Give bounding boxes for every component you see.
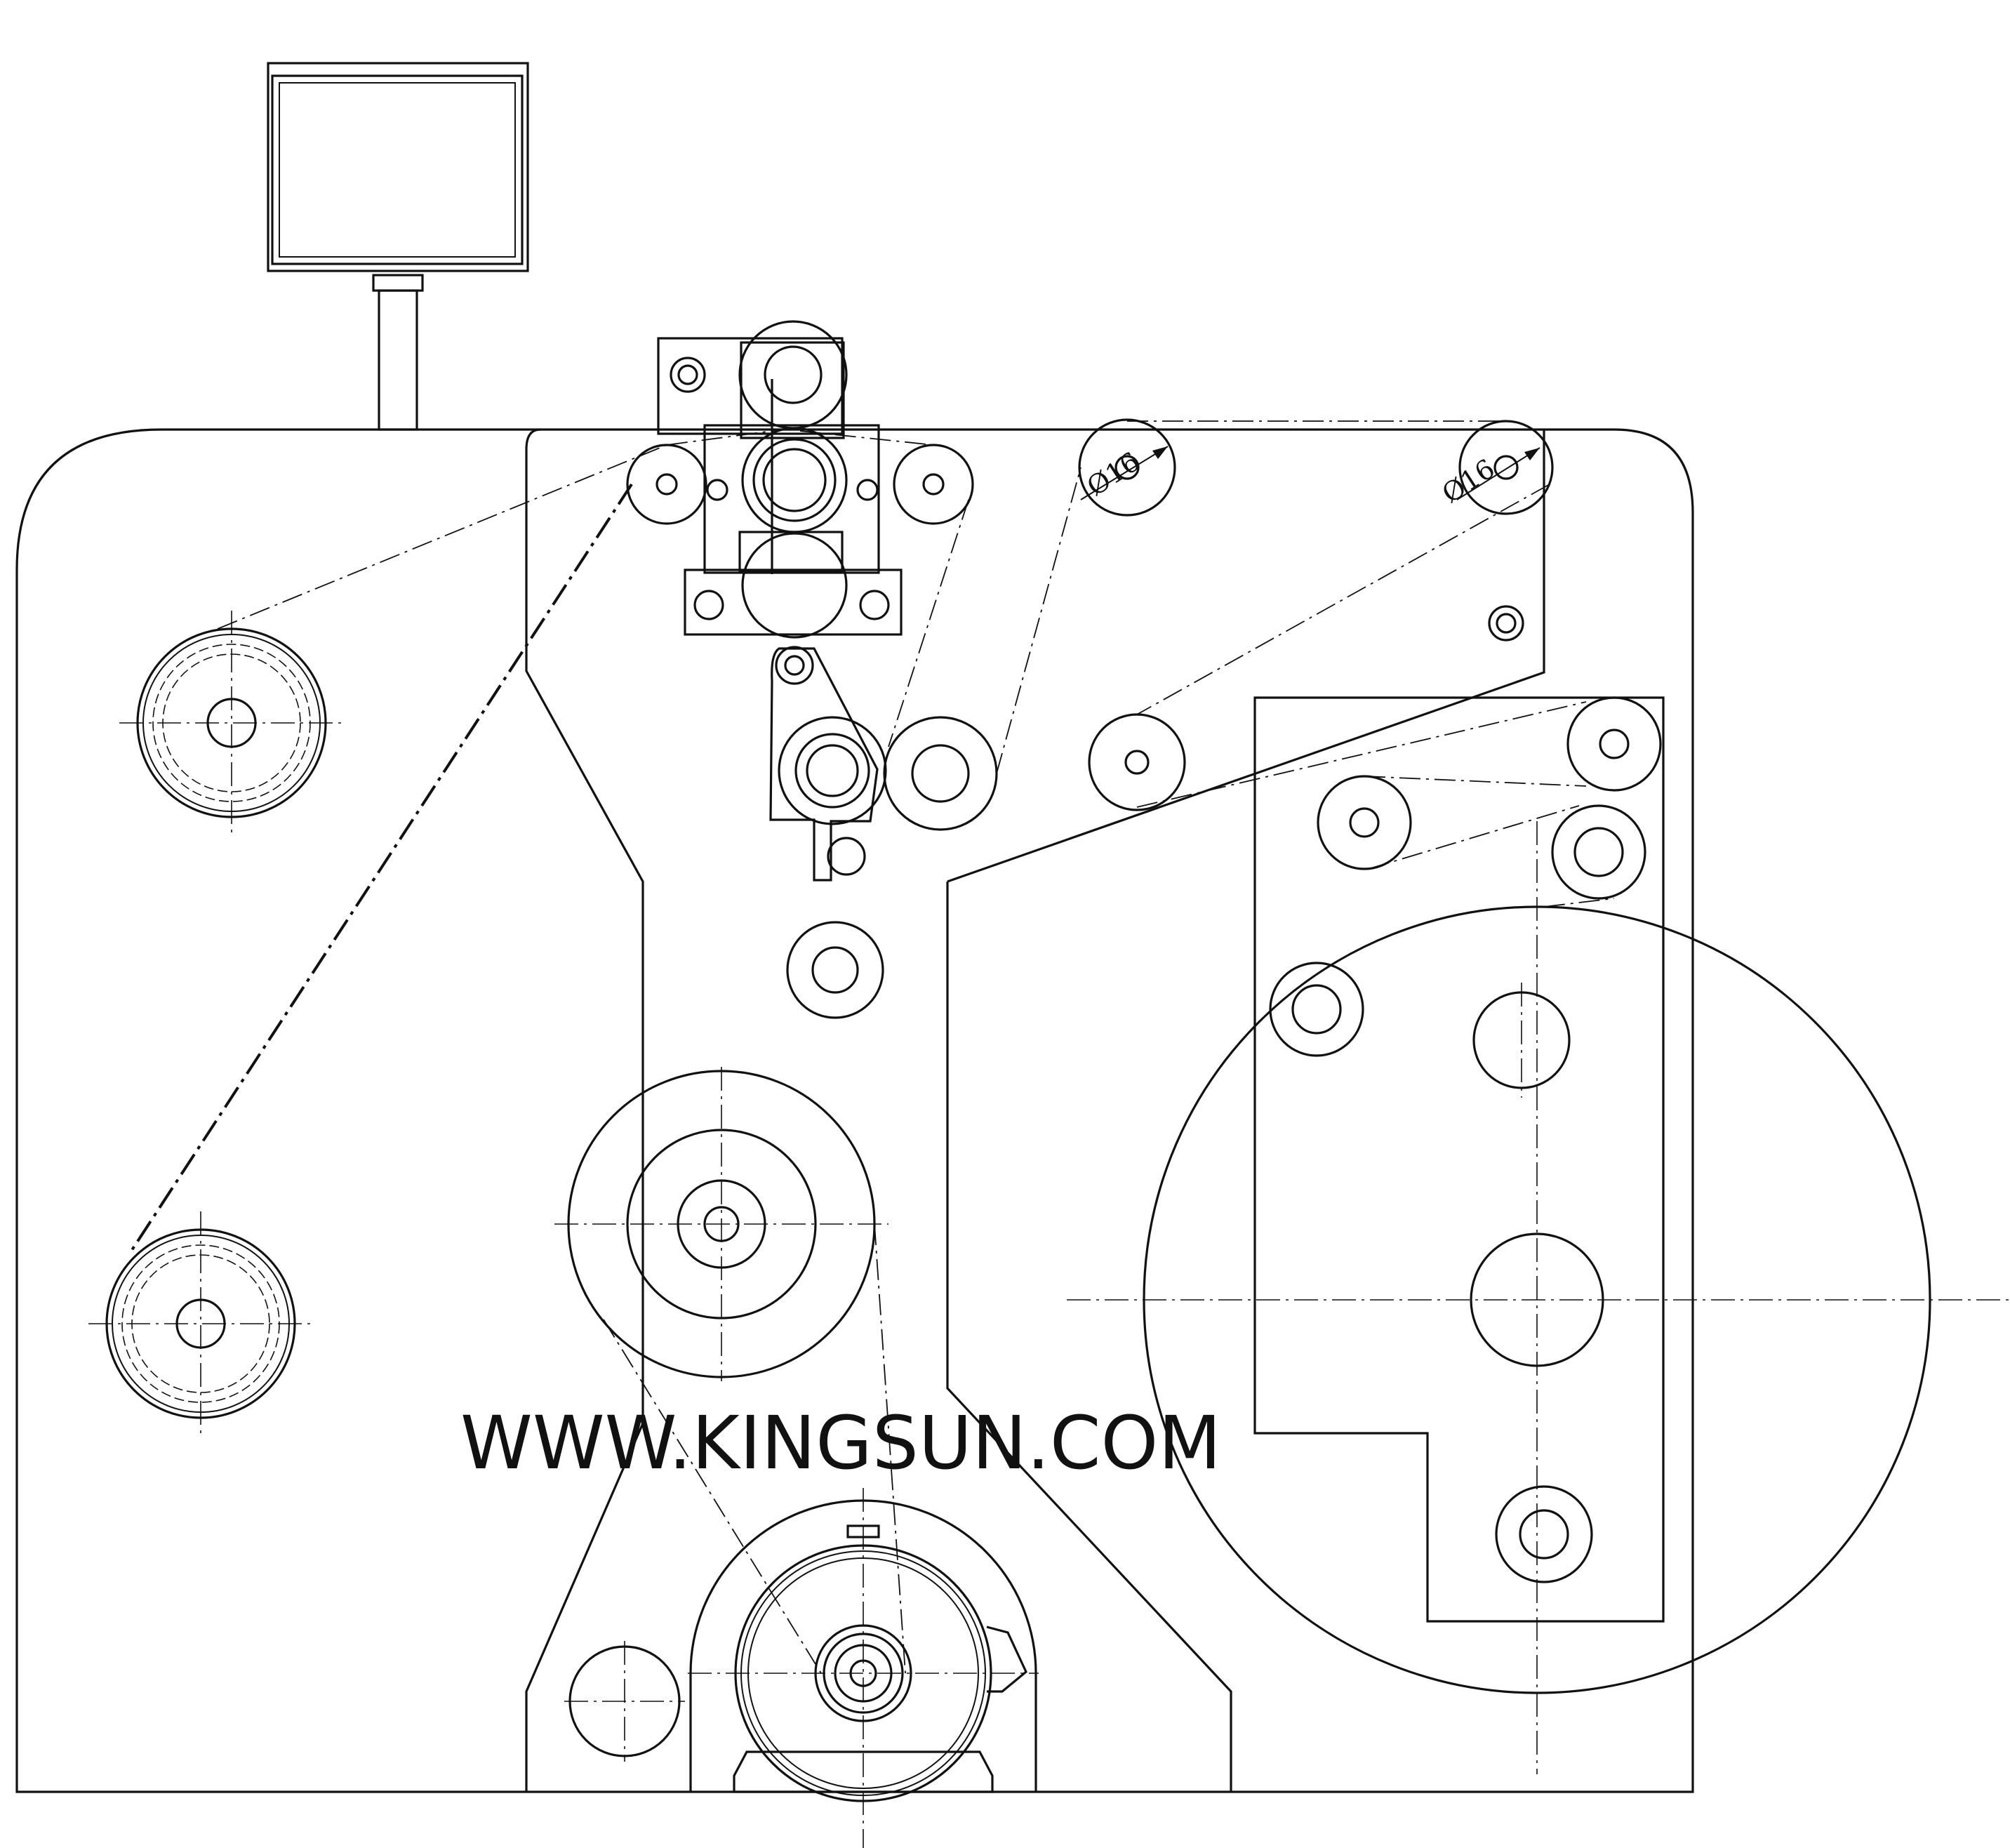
rewind-roller bbox=[1495, 1485, 1593, 1583]
web-path bbox=[217, 420, 1615, 1674]
pivot-bolt bbox=[693, 590, 724, 620]
unwind-shaft-lower bbox=[88, 1211, 313, 1436]
unwind-shaft-upper bbox=[119, 611, 344, 835]
web-path-main bbox=[129, 483, 633, 1254]
frame-bolt bbox=[670, 357, 706, 393]
dimension-left-dia: Ø16 bbox=[1080, 446, 1169, 503]
rewind-roller bbox=[1269, 962, 1364, 1057]
rewind-roll bbox=[1067, 821, 2010, 1774]
pivot-bolt bbox=[859, 590, 890, 620]
frame-bolt-inner bbox=[677, 364, 698, 385]
idler-roller bbox=[564, 1641, 685, 1762]
guide-roller bbox=[893, 444, 974, 525]
rewind-roller bbox=[1317, 775, 1412, 870]
idler-roller bbox=[786, 921, 884, 1019]
rewind-roller bbox=[1551, 804, 1646, 900]
rewind-roller bbox=[1566, 696, 1662, 792]
rewind-plate bbox=[1253, 696, 1665, 1623]
frame-bolt bbox=[1488, 605, 1524, 642]
nip-roller-middle bbox=[741, 427, 848, 533]
inner-wall-plate-left bbox=[525, 428, 644, 1792]
inner-wall-plate-right bbox=[946, 882, 1232, 1792]
drive-motor bbox=[688, 1488, 1039, 1848]
dancer-arm bbox=[769, 646, 887, 882]
control-monitor bbox=[267, 62, 529, 431]
upper-right-bracket bbox=[947, 430, 1545, 883]
tension-roller bbox=[883, 716, 998, 831]
nip-roller-lower bbox=[741, 532, 848, 639]
central-pulley bbox=[554, 1067, 888, 1381]
dimension-right-dia: Ø16 bbox=[1437, 447, 1540, 510]
guide-roller bbox=[626, 444, 707, 525]
pivot-bolt bbox=[856, 479, 879, 501]
rewind-shaft bbox=[1470, 1232, 1604, 1367]
main-frame-outline bbox=[15, 428, 1694, 1793]
idler-roller bbox=[1088, 713, 1186, 811]
pivot-bolt bbox=[706, 479, 728, 501]
dimension-label: Ø16 bbox=[1437, 453, 1500, 509]
watermark-text: WWW.KINGSUN.COM bbox=[460, 1400, 1221, 1486]
guide-roller-dia-16 bbox=[1078, 418, 1176, 517]
nip-roller-frame bbox=[657, 337, 903, 636]
